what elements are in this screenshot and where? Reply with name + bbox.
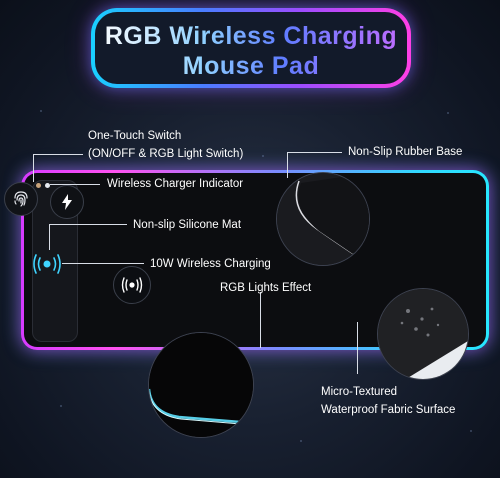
callout-line-switch <box>33 154 34 182</box>
callout-line-rgb <box>260 292 261 348</box>
wireless-charger-indicator <box>50 185 84 219</box>
callout-line-silicone-v <box>49 224 50 250</box>
label-fabric-surface-line1: Micro-Textured <box>321 386 398 398</box>
lightning-icon <box>62 194 72 210</box>
wireless-charging-icon <box>32 252 62 276</box>
title-banner: RGB Wireless Charging Mouse Pad <box>91 8 411 88</box>
callout-line-fabric <box>357 322 358 374</box>
background-sparkle <box>60 405 62 407</box>
rgb-lights-closeup <box>148 332 254 438</box>
background-sparkle <box>40 110 42 112</box>
label-wireless-charging: 10W Wireless Charging <box>150 258 271 270</box>
callout-line-indicator <box>50 184 100 185</box>
label-non-slip-rubber-base: Non-Slip Rubber Base <box>348 146 463 158</box>
fabric-surface-closeup <box>377 288 469 380</box>
callout-line-rubber <box>287 152 342 153</box>
wireless-charging-icon <box>121 277 143 293</box>
label-fabric-surface-line2: Waterproof Fabric Surface <box>321 404 456 416</box>
background-sparkle <box>470 430 472 432</box>
callout-line-rubber-v <box>287 152 288 178</box>
label-one-touch-switch: One-Touch Switch <box>88 130 182 142</box>
wireless-charging-badge <box>113 266 151 304</box>
one-touch-switch <box>4 182 38 216</box>
callout-line-switch-h <box>33 154 83 155</box>
background-sparkle <box>300 440 302 442</box>
label-non-slip-silicone-mat: Non-slip Silicone Mat <box>133 219 242 231</box>
label-wireless-charger-indicator: Wireless Charger Indicator <box>107 178 244 190</box>
callout-line-silicone <box>49 224 127 225</box>
label-one-touch-switch-detail: (ON/OFF & RGB Light Switch) <box>88 148 244 160</box>
rubber-base-closeup <box>276 172 370 266</box>
fingerprint-icon <box>14 191 28 207</box>
background-sparkle <box>447 112 449 114</box>
title-line-2: Mouse Pad <box>95 52 407 81</box>
indicator-light <box>36 183 41 188</box>
background-sparkle <box>262 155 264 157</box>
indicator-light <box>45 183 50 188</box>
callout-line-wireless <box>62 263 144 264</box>
label-rgb-lights-effect: RGB Lights Effect <box>220 282 312 294</box>
title-line-1: RGB Wireless Charging <box>95 22 407 51</box>
